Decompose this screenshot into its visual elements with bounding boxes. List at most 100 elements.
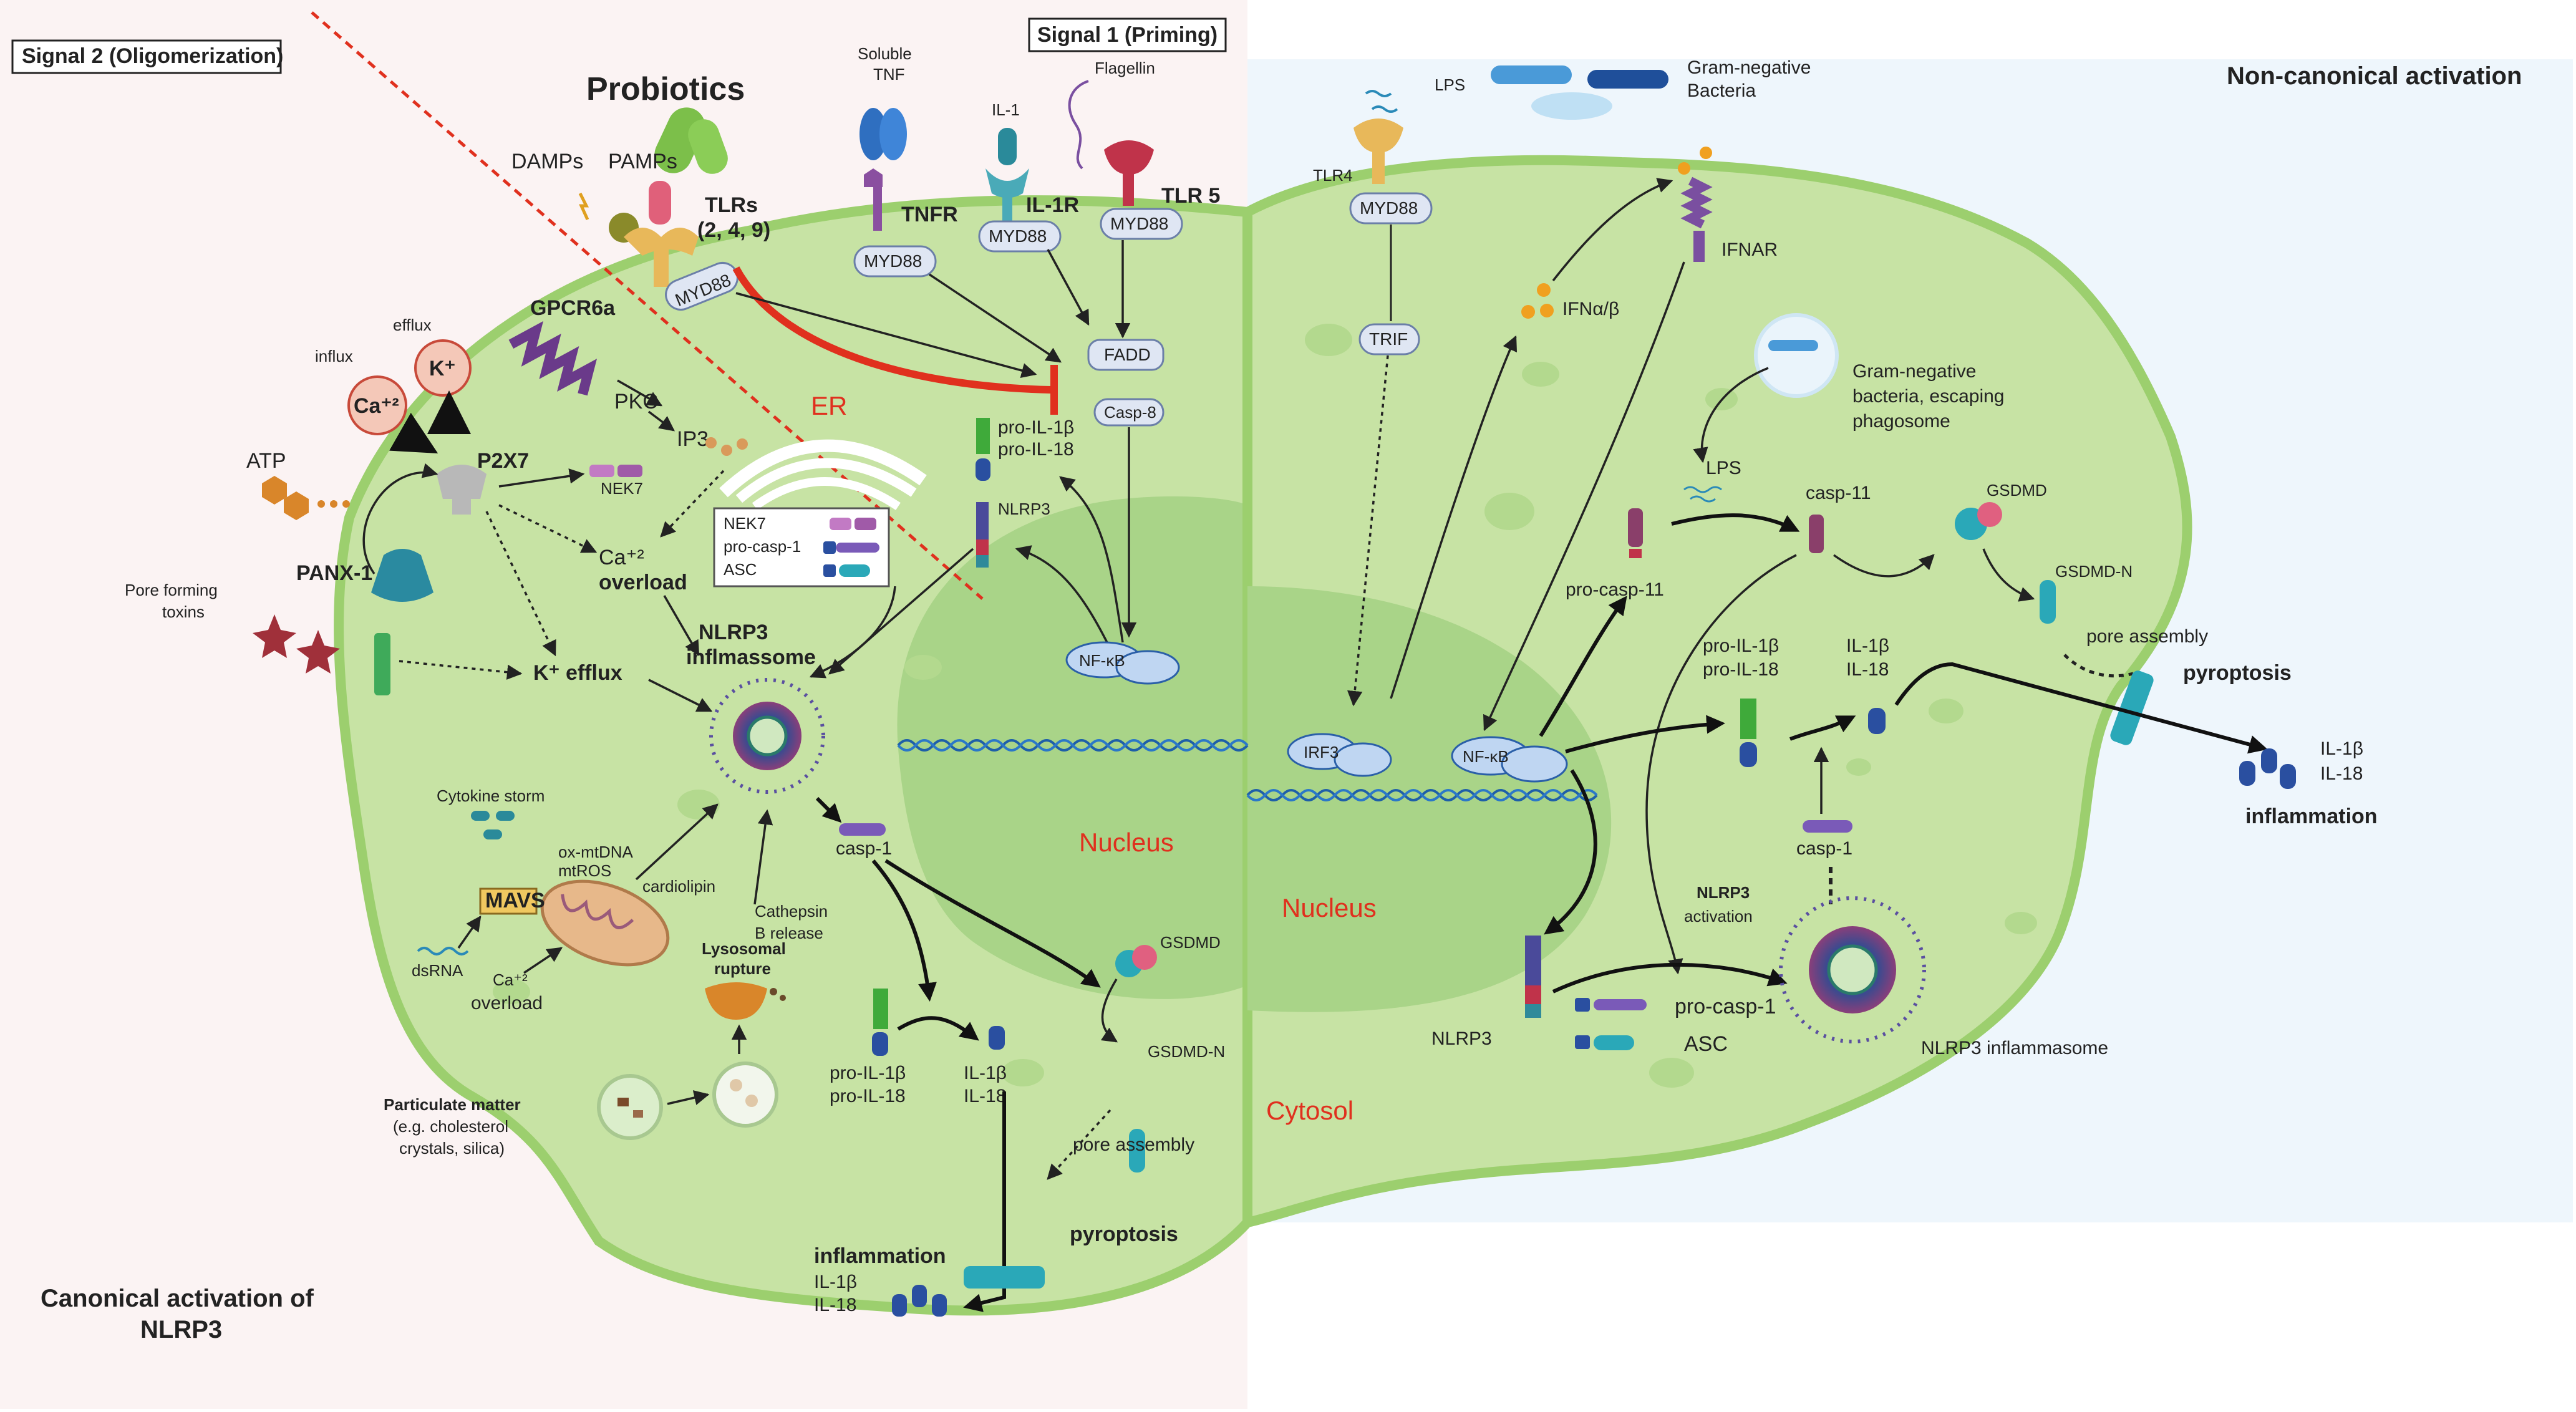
pyroptosis-right-label: pyroptosis — [2183, 661, 2292, 685]
panx1-label: PANX-1 — [296, 561, 372, 585]
right-nucleus-label: Nucleus — [1282, 893, 1377, 922]
pro-il-icon-bottom — [872, 989, 888, 1056]
arrow-il-release — [963, 1091, 1006, 1312]
arrow-pro-il-il — [897, 1016, 979, 1041]
arrow-ca-mito — [523, 947, 563, 974]
pro-il1b-top-label: pro-IL-1β — [998, 417, 1074, 438]
arrow-p2x7-k-efflux — [485, 511, 556, 657]
arrow-particulate-phagosome — [667, 1090, 710, 1105]
arrow-trif-irf3 — [1347, 355, 1389, 707]
lps-top-label: LPS — [1435, 75, 1465, 94]
svg-text:NF-κB: NF-κB — [1079, 651, 1125, 670]
nlrp3-right-label: NLRP3 — [1431, 1028, 1492, 1049]
pro-il-icon-right — [1740, 699, 1757, 767]
mavs-box: MAVS — [479, 887, 545, 915]
gsdmd-n-right-label: GSDMD-N — [2055, 562, 2133, 581]
out-il18-label: IL-18 — [2320, 763, 2363, 784]
membrane-pore-icon — [374, 633, 390, 695]
svg-text:FADD: FADD — [1104, 345, 1151, 364]
casp11-label: casp-11 — [1806, 483, 1871, 503]
myd88-il1r-node: MYD88 — [978, 220, 1062, 253]
bacteria-phagosome-icon — [1754, 313, 1839, 398]
arrow-k-efflux-inflammasome — [648, 679, 713, 712]
lysosomal-label-2: rupture — [714, 959, 771, 978]
pamps-icon — [649, 181, 671, 225]
lps-icon — [1683, 486, 1722, 503]
efflux-label: efflux — [393, 316, 432, 334]
ca-overload-label-2: overload — [599, 571, 687, 594]
right-dna-helix — [1246, 789, 1598, 801]
probiotic-bacteria-icon — [654, 107, 728, 174]
panx1-channel-icon — [371, 549, 433, 602]
irf3-node: IRF3 — [1287, 733, 1392, 777]
nlrp3-icon-top — [976, 502, 989, 568]
ifn-label: IFNα/β — [1562, 299, 1619, 319]
signal1-label: Signal 1 (Priming) — [1037, 23, 1218, 47]
tnfr-receptor-icon — [864, 168, 883, 231]
mtros-label: mtROS — [558, 861, 611, 880]
pro-il-icon-top — [976, 418, 990, 481]
ifn-icon — [1521, 283, 1554, 319]
myd88-right-node: MYD88 — [1349, 192, 1433, 225]
tlr4-receptor-icon — [1353, 118, 1403, 184]
casp8-node: Casp-8 — [1093, 398, 1165, 427]
left-dna-helix — [897, 739, 1249, 752]
arrow-gsdmd-n-right — [1982, 548, 2035, 602]
il1b-right-label: IL-1β — [1846, 636, 1889, 656]
pro-il1b-right-label: pro-IL-1β — [1703, 636, 1779, 656]
svg-text:MYD88: MYD88 — [1110, 214, 1168, 233]
non-canonical-title: Non-canonical activation — [2227, 62, 2522, 90]
arrow-inflammasome-casp1 — [815, 796, 842, 823]
nfkb-right-node: NF-κB — [1451, 736, 1568, 783]
arrow-nlrp3-inflammasome-right — [1552, 962, 1788, 994]
signal2-label: Signal 2 (Oligomerization) — [22, 44, 283, 68]
il-icon-bottom — [989, 1026, 1005, 1050]
tlrs-label: TLRs — [705, 193, 758, 217]
arrow-nfkb-pro-il-right — [1565, 715, 1725, 753]
gram-negative-bacteria-icon — [1491, 65, 1668, 120]
casp1-left-icon — [839, 823, 886, 836]
ca-overload-m-label-2: overload — [471, 993, 543, 1013]
il18-right-label: IL-18 — [1846, 659, 1889, 680]
arrow-tnfr-fadd — [929, 273, 1062, 363]
il-icon-right — [1868, 708, 1886, 734]
il1r-receptor-icon — [985, 168, 1029, 221]
procasp1-right-icon — [1575, 998, 1647, 1012]
tlr-receptor-icon — [624, 228, 699, 287]
gsdmd-n-left-label: GSDMD-N — [1148, 1042, 1225, 1061]
gsdmd-right-icon — [1955, 502, 2002, 540]
nek7-small-icon — [589, 465, 642, 477]
cardiolipin-label: cardiolipin — [642, 877, 715, 896]
arrow-tlr-signal — [735, 292, 1037, 379]
nlrp3-activation-label-2: activation — [1684, 907, 1753, 926]
svg-text:IRF3: IRF3 — [1304, 743, 1339, 762]
svg-text:K⁺: K⁺ — [429, 357, 456, 380]
gsdmd-left-icon — [1115, 945, 1157, 977]
gpcr6a-receptor-icon — [508, 321, 598, 396]
pamps-label: PAMPs — [608, 150, 677, 173]
ifnar-receptor-icon — [1680, 176, 1713, 262]
tnf-icon — [859, 108, 907, 160]
pore-assembly-left-label: pore assembly — [1073, 1134, 1194, 1155]
mitochondrion-icon — [540, 879, 670, 967]
svg-text:MYD88: MYD88 — [989, 226, 1047, 246]
pro-il1b-bottom-label: pro-IL-1β — [830, 1063, 906, 1083]
arrow-p2x7-nek7 — [498, 468, 585, 488]
inflammasome-label-2: inflmassome — [686, 646, 816, 669]
il1-icon — [998, 128, 1017, 165]
arrow-bacteria-lps — [1693, 367, 1769, 463]
particulate-label-3: crystals, silica) — [399, 1139, 505, 1158]
pkc-label: PKC — [614, 390, 658, 413]
casp1-left-label: casp-1 — [836, 838, 892, 859]
il1r-label: IL-1R — [1026, 193, 1079, 217]
pyroptosis-left-label: pyroptosis — [1070, 1222, 1178, 1246]
canonical-title-2: NLRP3 — [140, 1316, 222, 1343]
arrow-nfkb-nlrp3-right — [1544, 769, 1597, 935]
pro-il18-right-label: pro-IL-18 — [1703, 659, 1779, 680]
myd88-tnfr-node: MYD88 — [853, 245, 937, 278]
il-cluster-left-icon — [892, 1285, 947, 1317]
lysosome-rupture-icon — [705, 982, 786, 1020]
infl-il1b-left-label: IL-1β — [814, 1272, 857, 1292]
flagellin-icon — [1068, 80, 1089, 170]
